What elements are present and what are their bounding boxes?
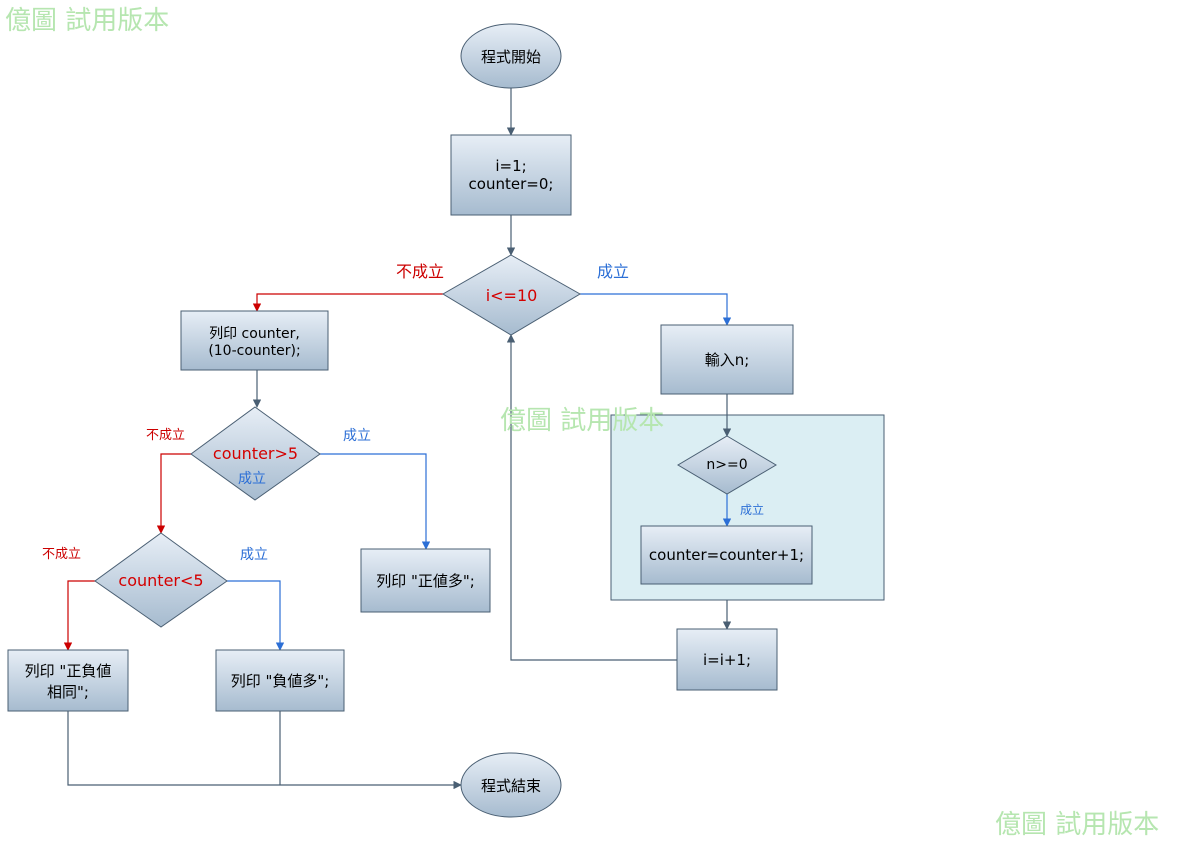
print-equal-label: 列印 "正負値 相同"; — [8, 650, 128, 711]
end-label: 程式結束 — [480, 776, 541, 795]
edge-lt5-false — [63, 580, 95, 651]
edge-lt5-true — [227, 580, 285, 651]
lt5-false-label: 不成立 — [42, 547, 82, 562]
gt5-cond-label: counter>5 — [212, 443, 299, 463]
loop-cond-label: i<=10 — [485, 285, 538, 305]
input-n-process — [660, 324, 794, 395]
watermark-bottom-right: 億圖 試用版本 — [995, 810, 1160, 840]
nonneg-decision — [677, 435, 777, 495]
print-positive-process — [360, 548, 491, 613]
init-label-line1: i=1; — [495, 157, 527, 175]
edge-loop-true — [580, 293, 732, 326]
lt5-decision — [94, 532, 228, 628]
edge-gt5-false — [156, 453, 191, 534]
loop-false-label: 不成立 — [396, 262, 445, 281]
input-n-label: 輸入n; — [704, 351, 750, 369]
gt5-inner-label: 成立 — [238, 471, 266, 487]
print-negative-label: 列印 "負値多"; — [230, 672, 330, 690]
init-label: i=1; counter=0; — [451, 135, 571, 215]
gt5-false-label: 不成立 — [146, 428, 186, 443]
gt5-true-label: 成立 — [343, 428, 371, 444]
start-terminal — [460, 23, 562, 89]
print-counts-process — [180, 310, 329, 371]
nonneg-cond-label: n>=0 — [706, 457, 748, 473]
nonneg-true-label: 成立 — [740, 503, 765, 517]
edge-increment-loop — [506, 334, 677, 661]
loop-decision — [442, 254, 581, 336]
print-counts-line1: 列印 counter, — [209, 325, 300, 342]
increment-counter-label: counter=counter+1; — [648, 546, 805, 564]
edge-loop-false — [252, 293, 443, 312]
init-label-line2: counter=0; — [468, 175, 554, 193]
lt5-cond-label: counter<5 — [118, 570, 204, 590]
increment-counter-process — [640, 525, 813, 585]
start-label: 程式開始 — [480, 47, 541, 66]
watermark-center: 億圖 試用版本 — [500, 406, 665, 436]
print-equal-line1: 列印 "正負値 — [24, 661, 112, 680]
print-positive-label: 列印 "正値多"; — [376, 572, 475, 590]
print-counts-line2: (10-counter); — [208, 342, 301, 359]
watermark-top-left: 億圖 試用版本 — [5, 6, 170, 36]
end-terminal — [460, 752, 562, 818]
gt5-decision — [190, 406, 321, 501]
increment-i-label: i=i+1; — [702, 650, 752, 669]
print-equal-process — [7, 649, 129, 712]
edge-gt5-true — [320, 453, 431, 550]
loop-true-label: 成立 — [597, 262, 630, 281]
print-counts-label: 列印 counter, (10-counter); — [181, 311, 328, 370]
init-process — [450, 134, 572, 216]
increment-i-process — [676, 628, 778, 691]
lt5-true-label: 成立 — [240, 547, 268, 563]
print-equal-line2: 相同"; — [47, 682, 89, 701]
edge-equal-end — [67, 711, 462, 790]
print-negative-process — [215, 649, 345, 712]
